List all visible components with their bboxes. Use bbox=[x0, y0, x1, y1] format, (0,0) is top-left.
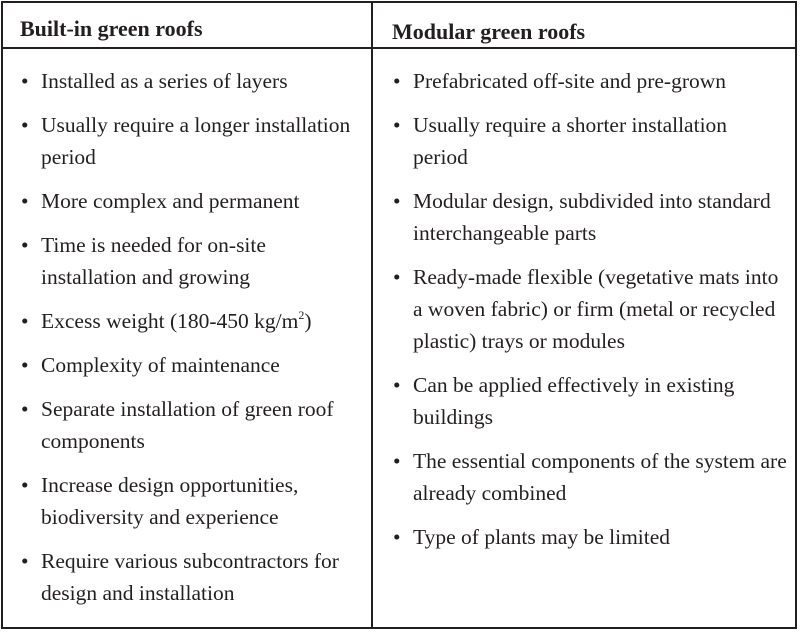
built-in-item: Time is needed for on-site installation … bbox=[20, 229, 363, 293]
built-in-item: Separate installation of green roof comp… bbox=[20, 393, 363, 457]
modular-item: Ready-made flexible (vegetative mats int… bbox=[392, 261, 787, 357]
built-in-item: Installed as a series of layers bbox=[20, 65, 363, 97]
built-in-item: Increase design opportunities, biodivers… bbox=[20, 469, 363, 533]
column-built-in: Installed as a series of layers Usually … bbox=[3, 49, 373, 627]
header-built-in: Built-in green roofs bbox=[3, 3, 373, 49]
built-in-item: Require various subcontractors for desig… bbox=[20, 545, 363, 609]
weight-text: Excess weight (180-450 kg/m bbox=[41, 309, 299, 333]
modular-item: Type of plants may be limited bbox=[392, 521, 787, 553]
modular-item: Prefabricated off-site and pre-grown bbox=[392, 65, 787, 97]
built-in-list: Installed as a series of layers Usually … bbox=[20, 65, 363, 609]
built-in-item: Complexity of maintenance bbox=[20, 349, 363, 381]
modular-item: Usually require a shorter installation p… bbox=[392, 109, 787, 173]
modular-item: The essential components of the system a… bbox=[392, 445, 787, 509]
column-modular: Prefabricated off-site and pre-grown Usu… bbox=[373, 49, 795, 627]
weight-text-end: ) bbox=[304, 309, 312, 333]
modular-item: Modular design, subdivided into standard… bbox=[392, 185, 787, 249]
header-modular: Modular green roofs bbox=[373, 3, 795, 49]
modular-item: Can be applied effectively in existing b… bbox=[392, 369, 787, 433]
built-in-item: More complex and permanent bbox=[20, 185, 363, 217]
built-in-item: Usually require a longer installation pe… bbox=[20, 109, 363, 173]
modular-list: Prefabricated off-site and pre-grown Usu… bbox=[392, 65, 787, 553]
built-in-item-weight: Excess weight (180-450 kg/m2) bbox=[20, 305, 363, 337]
weight-superscript: 2 bbox=[298, 308, 305, 322]
